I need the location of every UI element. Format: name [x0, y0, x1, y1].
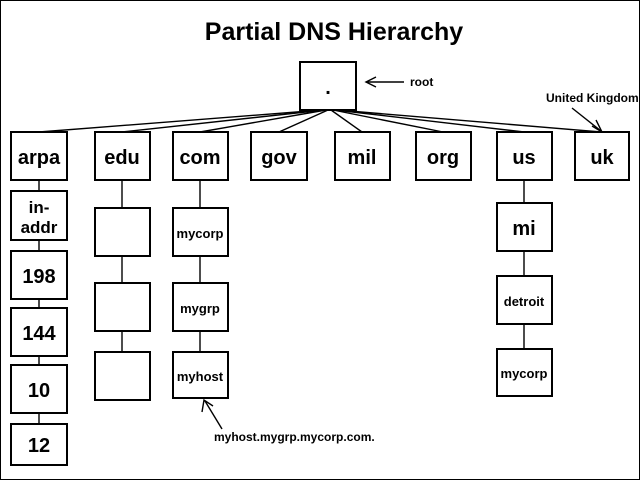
uk-annotation-label: United Kingdom: [546, 91, 639, 105]
node-us-label: us: [512, 147, 535, 169]
node-arpa-label: arpa: [18, 147, 61, 169]
node-12-label: 12: [28, 435, 50, 457]
node-edu-label: edu: [104, 147, 140, 169]
node-com-mygrp-label: mygrp: [180, 301, 220, 316]
edge-root-mil: [330, 109, 363, 133]
root-annotation-arrowhead: [364, 76, 377, 88]
node-198[interactable]: [10, 250, 68, 300]
node-198-label: 198: [22, 266, 55, 288]
node-in-addr[interactable]: [10, 190, 68, 241]
node-uk-label: uk: [590, 147, 614, 169]
node-mil[interactable]: [334, 131, 391, 181]
edge-root-gov: [278, 109, 329, 133]
edge-root-org: [332, 109, 444, 133]
node-10[interactable]: [10, 364, 68, 414]
node-in-addr-label-line1: in-: [29, 198, 50, 217]
node-edu-child-1[interactable]: [94, 207, 151, 257]
edge-root-us: [334, 109, 525, 133]
node-us-mi[interactable]: [496, 202, 553, 252]
page-title: Partial DNS Hierarchy: [205, 18, 464, 46]
node-mil-label: mil: [348, 147, 377, 169]
node-in-addr-label-line2: addr: [21, 218, 58, 237]
uk-annotation-arrowhead: [591, 119, 604, 134]
node-arpa[interactable]: [10, 131, 68, 181]
node-root-label: .: [325, 77, 331, 99]
node-org-label: org: [427, 147, 459, 169]
node-gov-label: gov: [261, 147, 297, 169]
node-com-mycorp-label: mycorp: [177, 226, 224, 241]
node-us-mycorp[interactable]: [496, 348, 553, 397]
node-144-label: 144: [22, 323, 56, 345]
node-org[interactable]: [415, 131, 472, 181]
edge-root-arpa: [38, 109, 323, 133]
node-com-label: com: [179, 147, 220, 169]
node-uk[interactable]: [574, 131, 630, 181]
uk-annotation-line: [571, 107, 602, 132]
edge-root-com: [199, 109, 327, 133]
node-10-label: 10: [28, 380, 50, 402]
fqdn-caption-line: [204, 400, 223, 430]
node-edu-child-2[interactable]: [94, 282, 151, 332]
fqdn-caption-arrowhead: [201, 398, 214, 413]
node-com-myhost[interactable]: [172, 351, 229, 399]
node-com[interactable]: [172, 131, 229, 181]
root-annotation-label: root: [410, 75, 433, 89]
edge-root-edu: [121, 109, 325, 133]
node-edu-child-3[interactable]: [94, 351, 151, 401]
node-com-mycorp[interactable]: [172, 207, 229, 257]
edge-root-uk: [336, 109, 602, 133]
node-us-mycorp-label: mycorp: [501, 366, 548, 381]
node-us-detroit-label: detroit: [504, 294, 545, 309]
node-us-mi-label: mi: [512, 218, 535, 240]
node-us[interactable]: [496, 131, 553, 181]
node-gov[interactable]: [250, 131, 308, 181]
node-12[interactable]: [10, 423, 68, 466]
fqdn-caption-label: myhost.mygrp.mycorp.com.: [214, 430, 375, 444]
node-com-myhost-label: myhost: [177, 369, 224, 384]
